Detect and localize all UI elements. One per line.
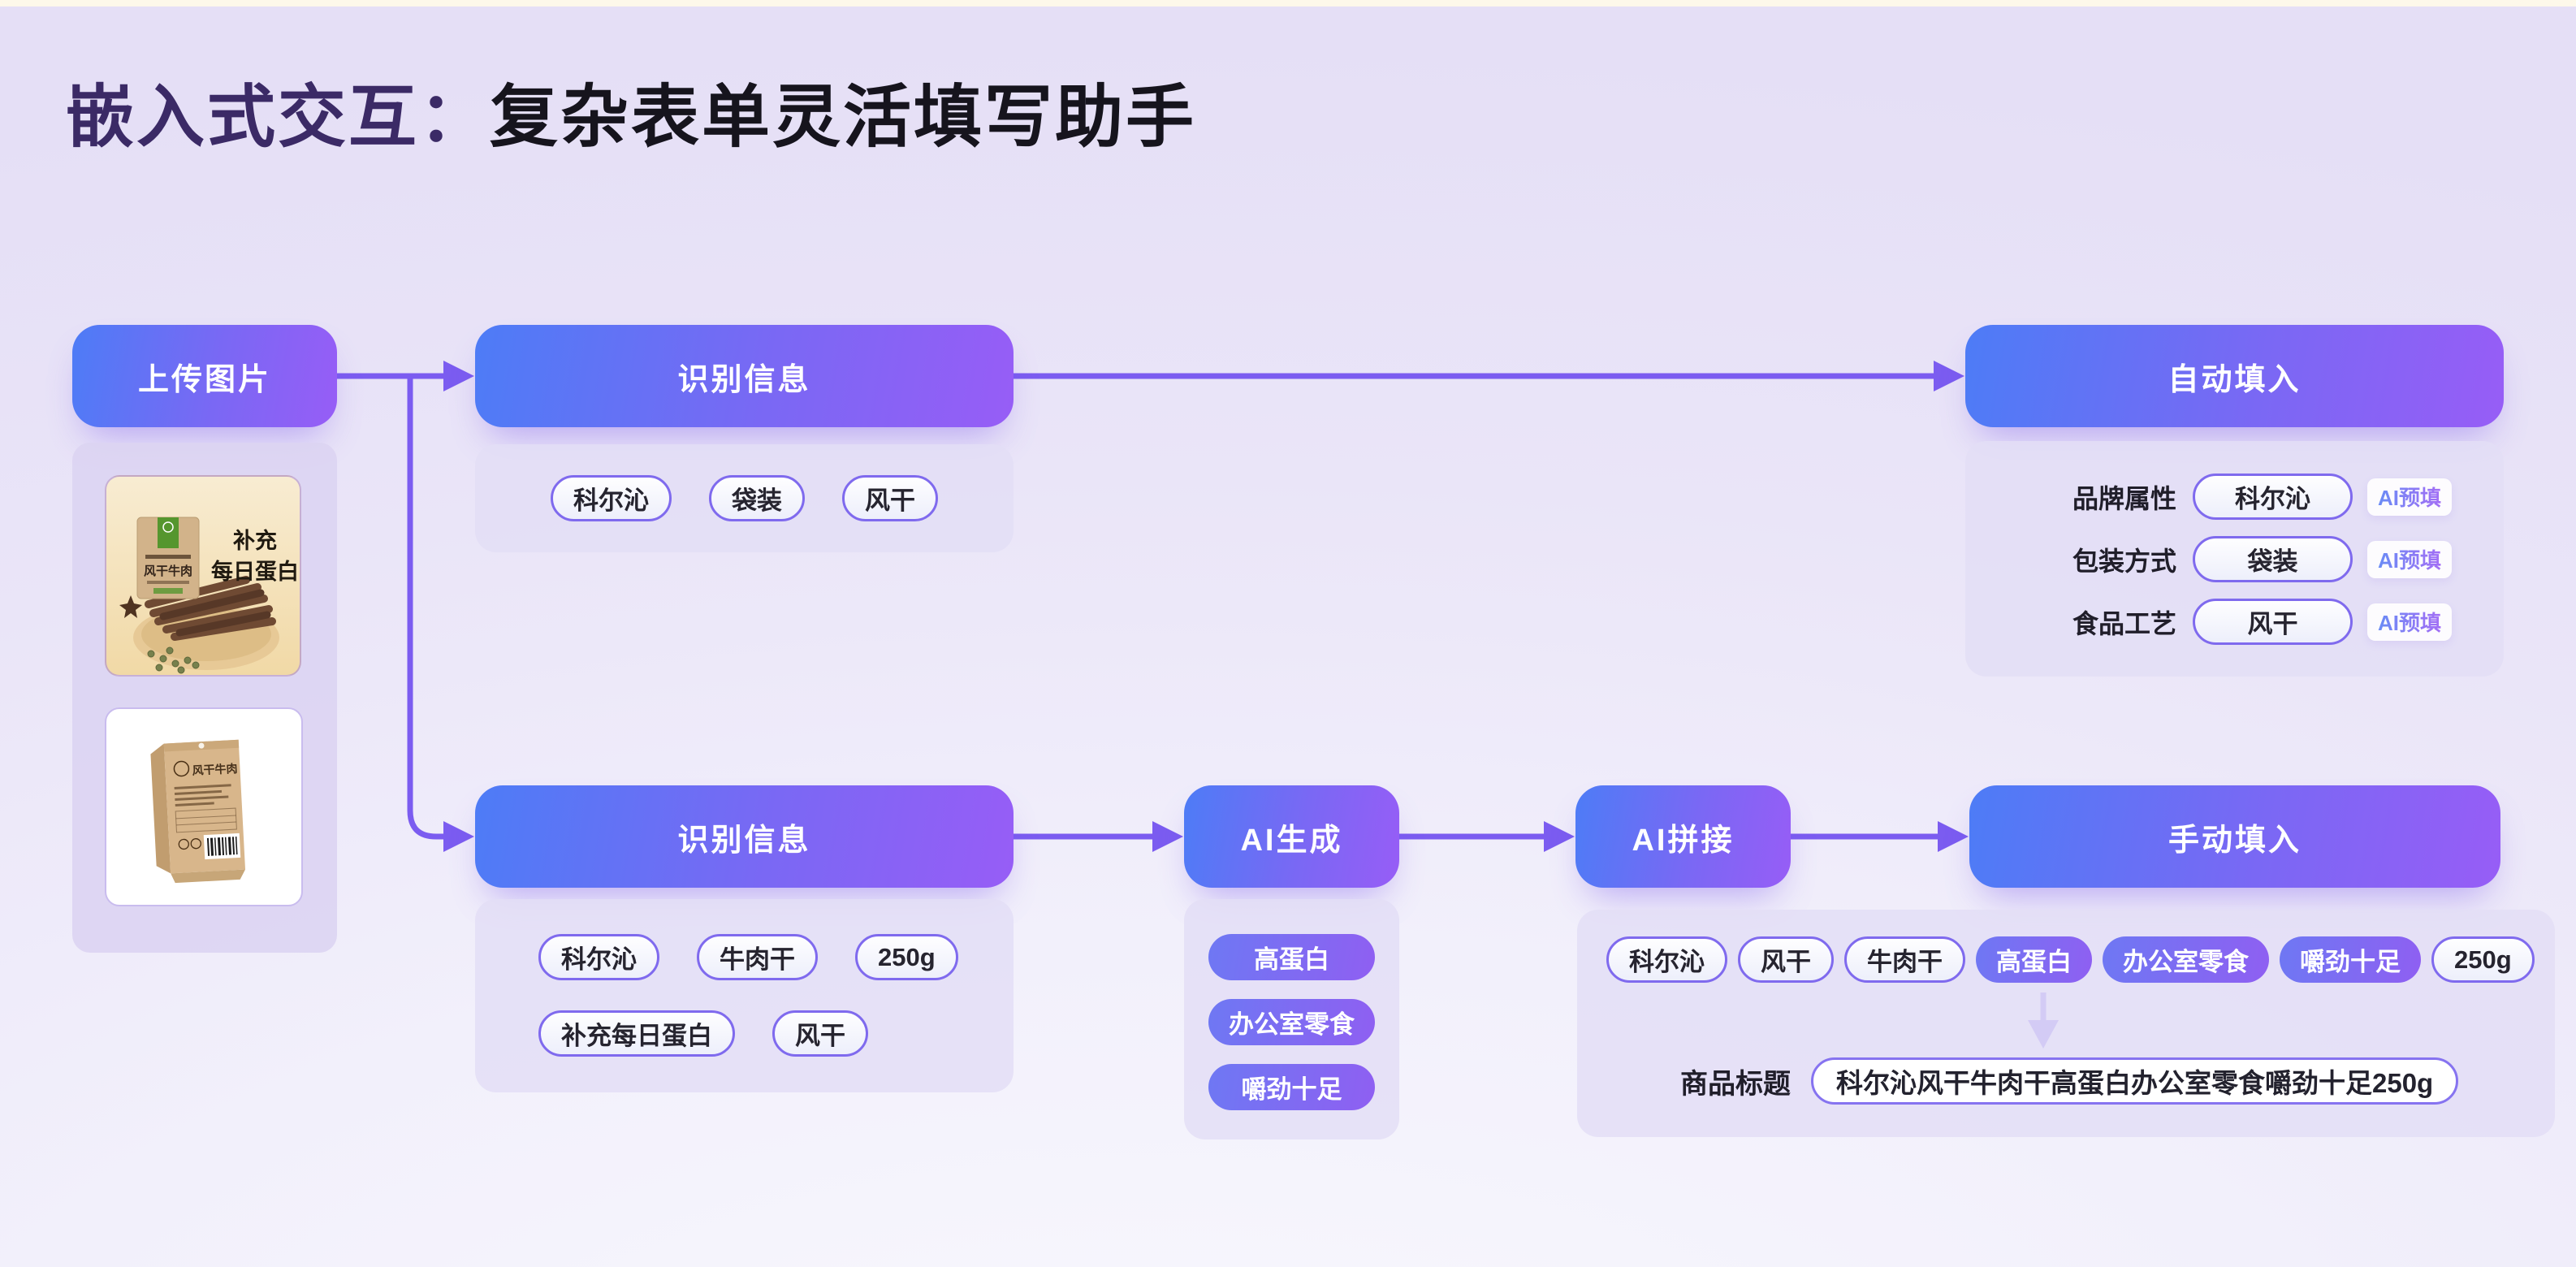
node-auto-fill: 自动填入 bbox=[1965, 325, 2504, 427]
kraft-bag-back: 风干牛肉 bbox=[150, 739, 246, 884]
recognize-bottom-tags-panel: 科尔沁 牛肉干 250g 补充每日蛋白 风干 bbox=[475, 899, 1014, 1092]
form-row-process: 食品工艺 风干 AI预填 bbox=[1965, 599, 2504, 645]
product-photo-front: 风干牛肉 补充 每日蛋白 bbox=[105, 475, 301, 677]
node-upload-image: 上传图片 bbox=[72, 325, 337, 427]
node-recognize-info-top: 识别信息 bbox=[475, 325, 1014, 427]
tag-chip: 风干 bbox=[772, 1010, 868, 1057]
tag-chip: 科尔沁 bbox=[1606, 936, 1727, 983]
ai-tag-chip: 嚼劲十足 bbox=[2280, 936, 2421, 983]
tag-chip: 牛肉干 bbox=[1844, 936, 1965, 983]
node-manual-fill: 手动填入 bbox=[1969, 785, 2500, 888]
form-row-packaging: 包装方式 袋装 AI预填 bbox=[1965, 536, 2504, 582]
field-label: 包装方式 bbox=[2072, 546, 2176, 576]
node-ai-join: AI拼接 bbox=[1575, 785, 1791, 888]
ai-tag-chip: 办公室零食 bbox=[1208, 999, 1375, 1045]
page-title: 嵌入式交互：复杂表单灵活填写助手 bbox=[66, 78, 1196, 157]
ai-tag-chip: 高蛋白 bbox=[1208, 934, 1375, 980]
bag-label-text: 风干牛肉 bbox=[144, 564, 192, 578]
page-title-rest: 复杂表单灵活填写助手 bbox=[490, 79, 1197, 155]
ai-prefill-badge: AI预填 bbox=[2367, 478, 2453, 516]
tags-row: 科尔沁 牛肉干 250g bbox=[538, 934, 958, 980]
form-row-brand: 品牌属性 科尔沁 AI预填 bbox=[1965, 474, 2504, 520]
tag-chip: 牛肉干 bbox=[697, 934, 818, 980]
product-photo-back: 风干牛肉 bbox=[105, 707, 303, 906]
tag-chip: 250g bbox=[2431, 936, 2535, 983]
tag-chip: 风干 bbox=[842, 475, 938, 521]
ai-prefill-badge: AI预填 bbox=[2367, 540, 2453, 578]
photo-caption-line2: 每日蛋白 bbox=[211, 559, 299, 584]
ai-tag-chip: 办公室零食 bbox=[2103, 936, 2269, 983]
field-value-chip: 科尔沁 bbox=[2193, 474, 2353, 520]
tag-chip: 补充每日蛋白 bbox=[538, 1010, 735, 1057]
tag-chip: 袋装 bbox=[709, 475, 805, 521]
barcode bbox=[203, 832, 241, 860]
ai-prefill-badge: AI预填 bbox=[2367, 603, 2453, 641]
arrow-upload-to-recognize-bottom bbox=[407, 376, 443, 840]
tag-chip: 风干 bbox=[1738, 936, 1834, 983]
ai-tag-chip: 高蛋白 bbox=[1976, 936, 2092, 983]
bag-text-lines bbox=[174, 784, 231, 806]
product-photo-front-illustration: 风干牛肉 补充 每日蛋白 bbox=[119, 517, 299, 674]
tags-row: 补充每日蛋白 风干 bbox=[538, 1010, 868, 1057]
field-value-chip: 袋装 bbox=[2193, 536, 2353, 582]
manual-tags-row: 科尔沁 风干 牛肉干 高蛋白 办公室零食 嚼劲十足 250g bbox=[1606, 936, 2535, 983]
product-title-row: 商品标题 科尔沁风干牛肉干高蛋白办公室零食嚼劲十足250g bbox=[1680, 1057, 2459, 1105]
star-anise-icon bbox=[119, 595, 142, 618]
product-title-label: 商品标题 bbox=[1680, 1068, 1791, 1100]
ai-tag-chip: 嚼劲十足 bbox=[1208, 1064, 1375, 1110]
tag-chip: 科尔沁 bbox=[551, 475, 672, 521]
autofill-form-panel: 品牌属性 科尔沁 AI预填 包装方式 袋装 AI预填 食品工艺 风干 AI预填 bbox=[1965, 441, 2504, 677]
node-ai-generate: AI生成 bbox=[1184, 785, 1399, 888]
ai-generate-tags-panel: 高蛋白 办公室零食 嚼劲十足 bbox=[1184, 899, 1399, 1139]
field-value-chip: 风干 bbox=[2193, 599, 2353, 645]
top-edge-strip bbox=[0, 0, 2576, 6]
field-label: 食品工艺 bbox=[2072, 608, 2176, 638]
peppercorns bbox=[147, 646, 200, 674]
product-title-value: 科尔沁风干牛肉干高蛋白办公室零食嚼劲十足250g bbox=[1811, 1057, 2459, 1105]
page-title-prefix: 嵌入式交互： bbox=[66, 79, 491, 155]
product-photo-back-illustration: 风干牛肉 bbox=[150, 739, 246, 884]
kraft-bag-front: 风干牛肉 bbox=[136, 517, 200, 599]
tag-chip: 250g bbox=[855, 934, 958, 980]
beef-jerky-sticks bbox=[145, 576, 276, 641]
bag-back-label-text: 风干牛肉 bbox=[192, 762, 238, 777]
photo-caption-line1: 补充 bbox=[233, 528, 277, 553]
manual-fill-panel: 科尔沁 风干 牛肉干 高蛋白 办公室零食 嚼劲十足 250g 商品标题 科尔沁风… bbox=[1577, 910, 2555, 1137]
tag-chip: 科尔沁 bbox=[538, 934, 659, 980]
field-label: 品牌属性 bbox=[2072, 483, 2176, 513]
node-recognize-info-bottom: 识别信息 bbox=[475, 785, 1014, 888]
recognize-top-tags-panel: 科尔沁 袋装 风干 bbox=[475, 444, 1014, 552]
